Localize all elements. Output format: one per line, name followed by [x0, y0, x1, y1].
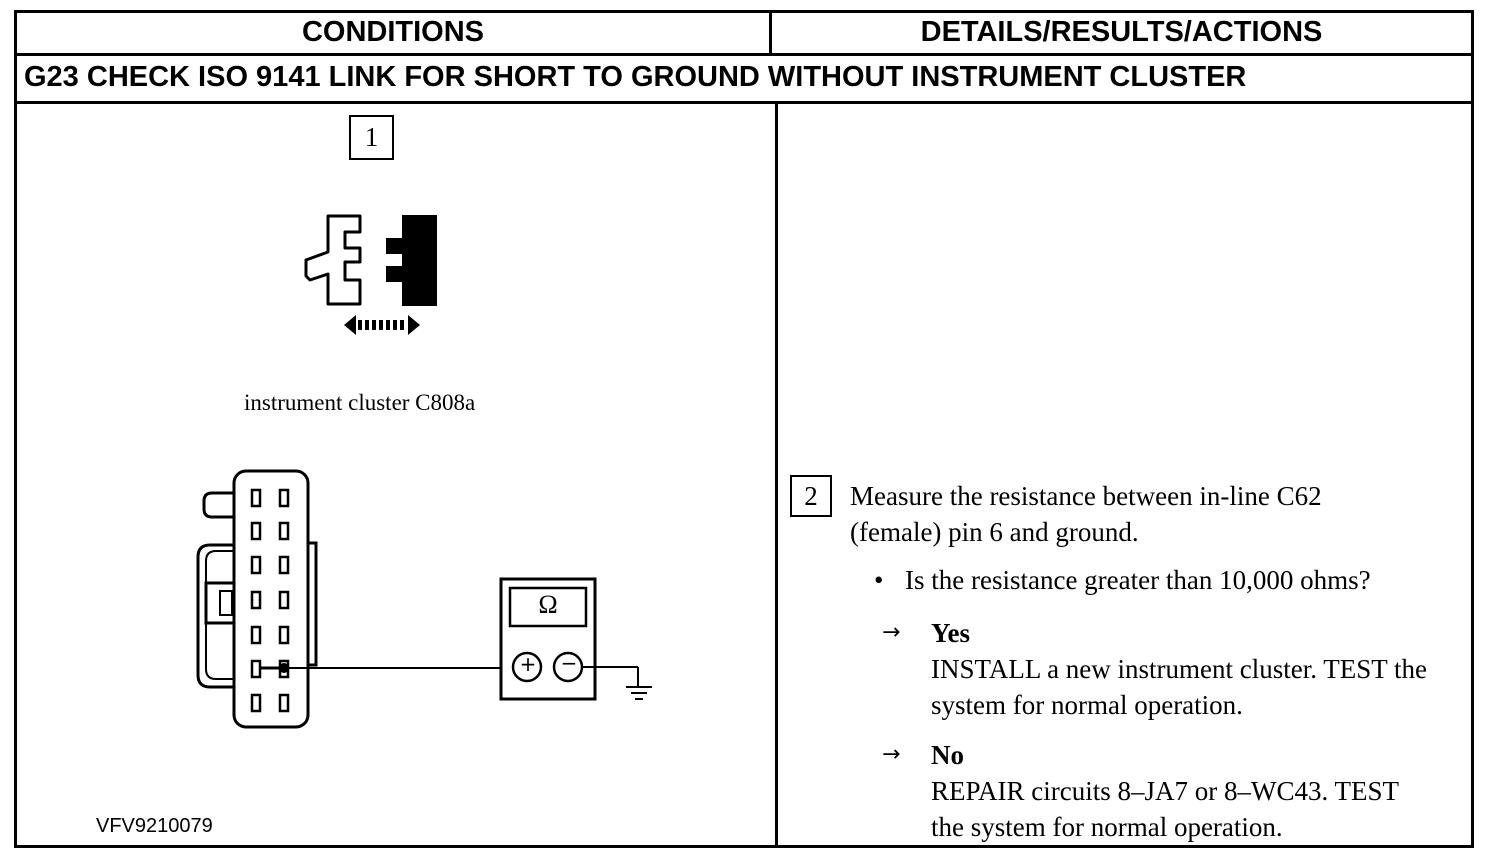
header-column-divider — [769, 10, 772, 54]
ground-icon — [626, 686, 652, 700]
header-divider — [14, 53, 1474, 56]
connector-half-left — [304, 214, 362, 306]
question-text: Is the resistance greater than 10,000 oh… — [905, 565, 1371, 595]
meter-minus-terminal: − — [560, 651, 578, 675]
no-arrow-icon: → — [882, 742, 901, 767]
procedure-table — [14, 10, 1474, 848]
connector-face-diagram — [196, 469, 512, 729]
yes-action: INSTALL a new instrument cluster. TEST t… — [931, 654, 1428, 720]
meter-plus-terminal: + — [519, 652, 537, 676]
title-divider — [14, 101, 1474, 104]
figure-id: VFV9210079 — [96, 815, 213, 837]
step-title: G23 CHECK ISO 9141 LINK FOR SHORT TO GRO… — [24, 61, 1247, 93]
step-2-number: 2 — [790, 475, 832, 517]
no-label: No — [931, 740, 964, 770]
details-header: DETAILS/RESULTS/ACTIONS — [920, 16, 1323, 48]
disconnect-connector-icon — [304, 214, 437, 306]
question-bullet: • — [874, 565, 884, 595]
body-column-divider — [775, 102, 778, 848]
ohm-symbol: Ω — [538, 590, 558, 619]
connector-caption: instrument cluster C808a — [244, 390, 476, 415]
step-1-number: 1 — [349, 115, 394, 160]
conditions-header: CONDITIONS — [301, 16, 485, 48]
yes-label: Yes — [931, 618, 970, 648]
step-2-instruction: Measure the resistance between in-line C… — [850, 481, 1322, 547]
yes-arrow-icon: → — [882, 620, 901, 645]
ohmmeter-icon — [499, 577, 639, 701]
connector-half-right — [386, 215, 437, 306]
no-action: REPAIR circuits 8–JA7 or 8–WC43. TEST th… — [931, 776, 1399, 842]
double-arrow-icon — [344, 315, 420, 335]
